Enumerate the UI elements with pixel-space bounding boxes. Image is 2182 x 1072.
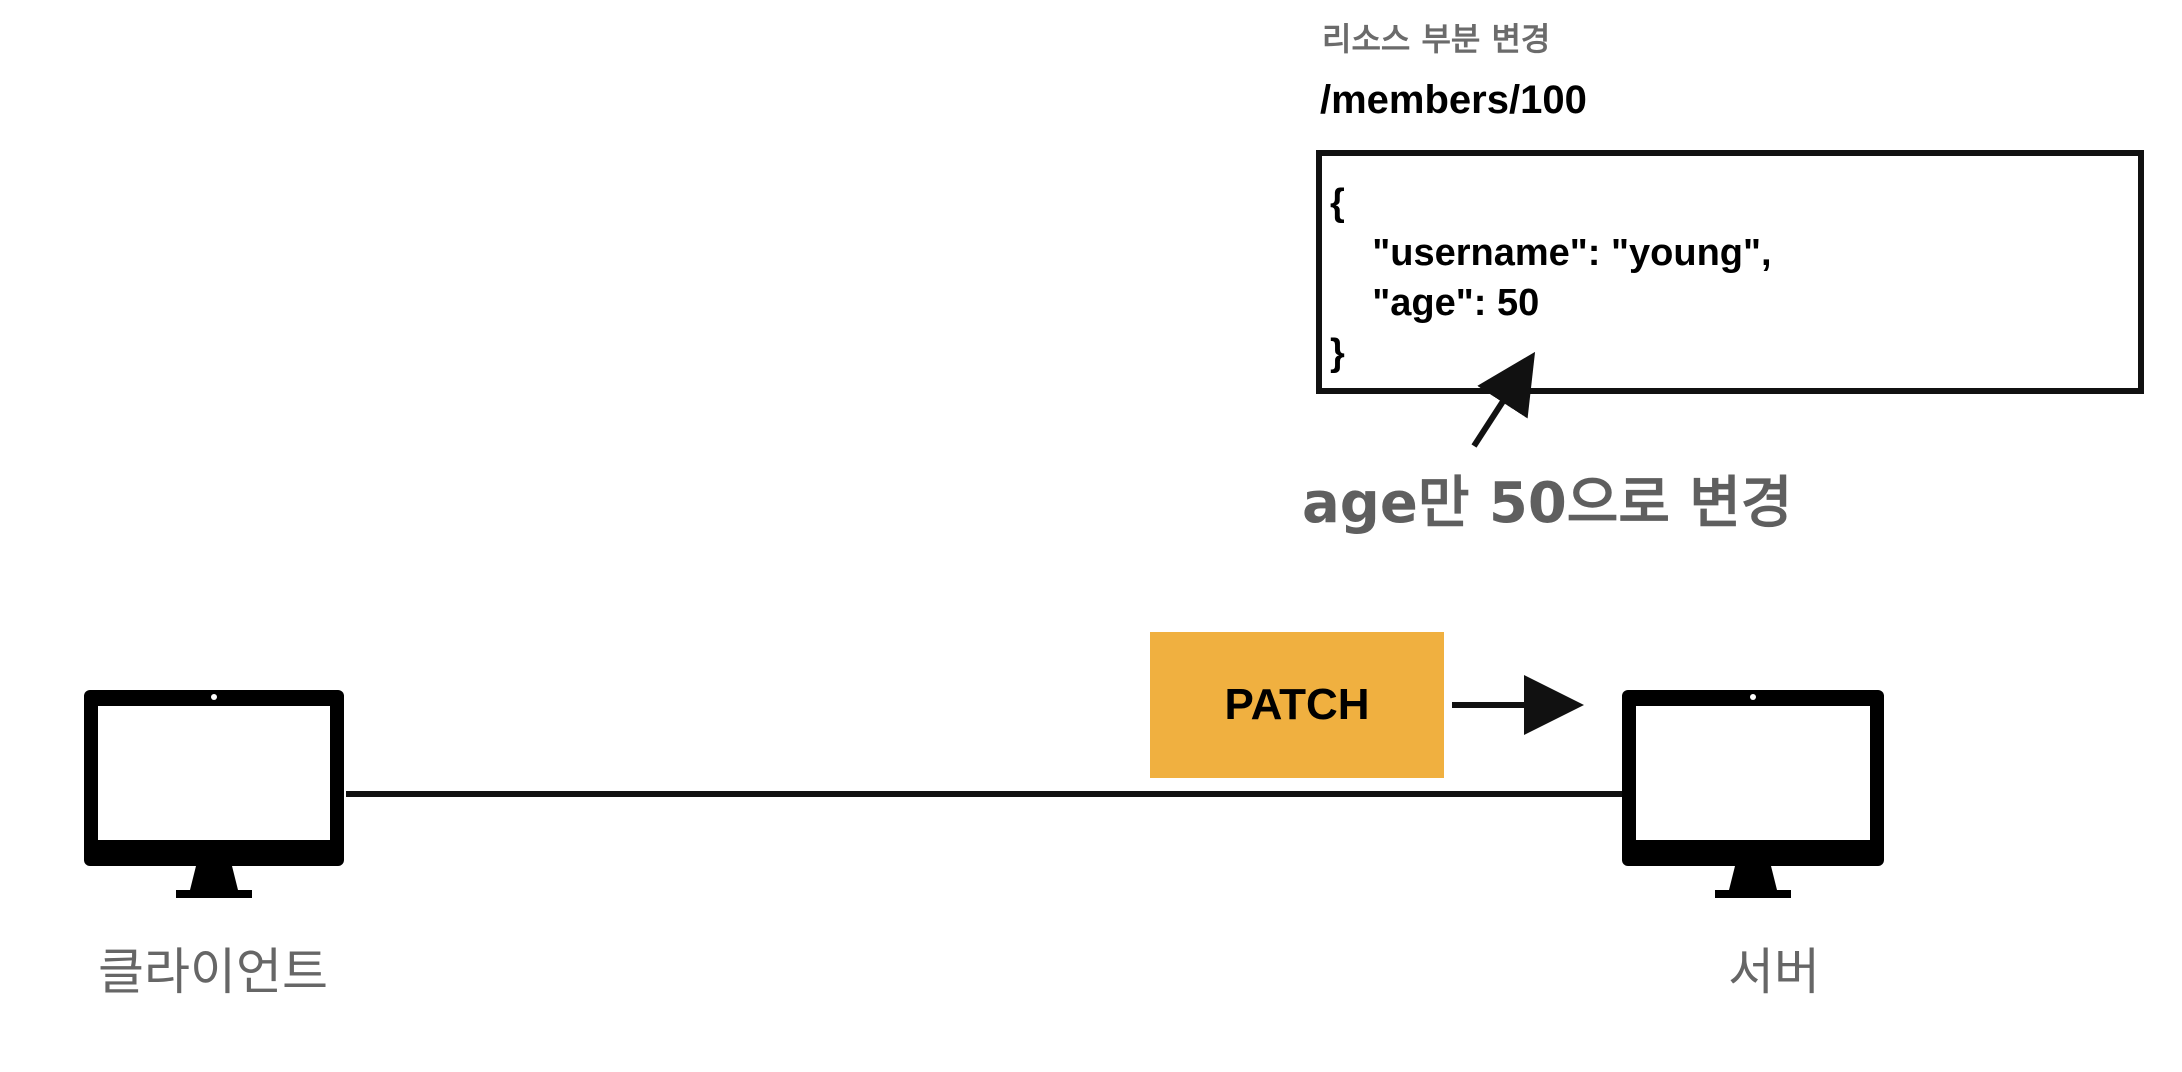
annotation-arrow	[1471, 351, 1536, 448]
client-monitor-icon	[84, 690, 344, 898]
http-method-box: PATCH	[1150, 632, 1444, 778]
client-label: 클라이언트	[98, 943, 328, 1001]
request-path: /members/100	[1320, 78, 1587, 122]
http-method-label: PATCH	[1224, 680, 1370, 729]
server-monitor-icon	[1622, 690, 1884, 898]
json-line: "age": 50	[1330, 282, 1540, 324]
json-line: "username": "young",	[1330, 232, 1772, 274]
json-body-box: { "username": "young", "age": 50 }	[1316, 150, 2144, 394]
annotation-text: age만 50으로 변경	[1302, 471, 1793, 536]
json-body-text: { "username": "young", "age": 50 }	[1330, 178, 1772, 378]
section-title: 리소스 부분 변경	[1322, 20, 1551, 58]
json-line: }	[1330, 332, 1345, 374]
json-line: {	[1330, 182, 1345, 224]
server-label: 서버	[1728, 943, 1820, 1001]
